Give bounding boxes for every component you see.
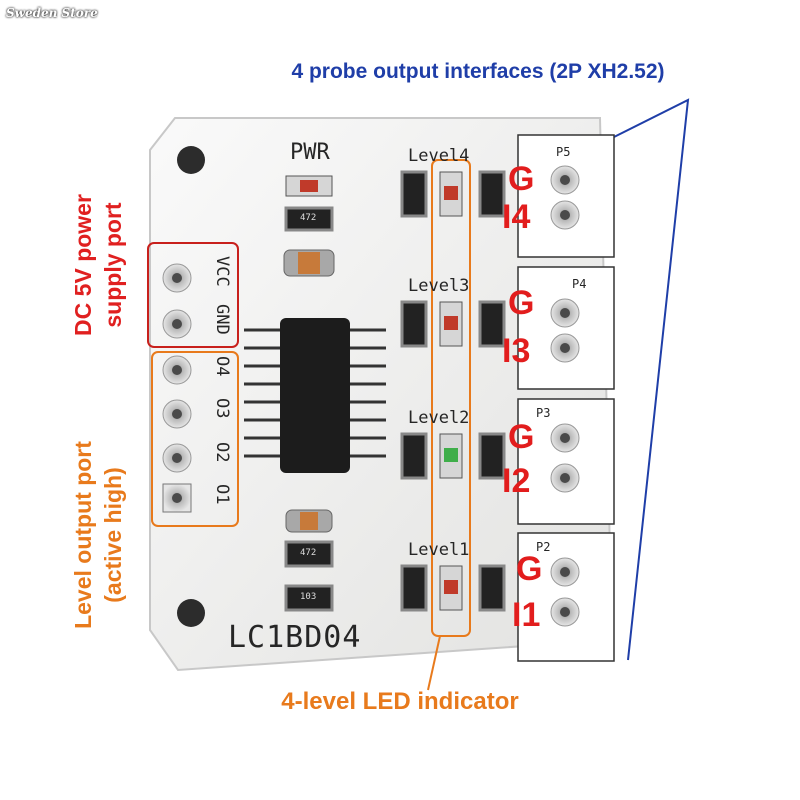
pwr-resistor (284, 206, 334, 232)
power-port-box (147, 242, 239, 348)
model-label: LC1BD04 (228, 620, 362, 655)
level2-label: Level2 (408, 408, 470, 428)
ic-chip (244, 318, 386, 473)
power-port-label: DC 5V power supply port (70, 194, 126, 336)
level-port-box (151, 351, 239, 527)
pwr-label: PWR (290, 140, 330, 165)
bottom-resistor-2-code: 103 (300, 592, 317, 602)
port-p5-label: P5 (556, 145, 571, 159)
header-pads (162, 263, 192, 513)
level4-i-label: I4 (502, 198, 531, 236)
level1-i-label: I1 (512, 596, 541, 634)
connector-boxes (517, 134, 615, 662)
pin-o3-label: O3 (212, 398, 232, 419)
level2-i-label: I2 (502, 462, 531, 500)
level3-g-label: G (508, 284, 535, 322)
level-row-components (400, 170, 506, 612)
port-p2-label: P2 (536, 540, 551, 554)
pin-vcc-label: VCC (212, 256, 232, 287)
pin-o1-label: O1 (212, 484, 232, 505)
port-p4-label: P4 (572, 277, 587, 291)
led-indicator-label: 4-level LED indicator (281, 688, 519, 715)
mount-hole-bottom (177, 599, 205, 627)
level4-label: Level4 (408, 146, 470, 166)
level1-g-label: G (516, 550, 543, 588)
led-indicator-box (431, 159, 471, 637)
level1-label: Level1 (408, 540, 470, 560)
level3-i-label: I3 (502, 332, 531, 370)
mount-hole-top (177, 146, 205, 174)
connector-pads (550, 165, 580, 627)
pin-o4-label: O4 (212, 356, 232, 377)
bottom-resistor-2 (284, 584, 334, 612)
header-title: 4 probe output interfaces (2P XH2.52) (291, 60, 665, 83)
pin-gnd-label: GND (212, 304, 232, 335)
bottom-resistor-1 (284, 540, 334, 568)
level2-g-label: G (508, 418, 535, 456)
pwr-resistor-code: 472 (300, 213, 317, 223)
level4-g-label: G (508, 160, 535, 198)
pin-o2-label: O2 (212, 442, 232, 463)
level3-label: Level3 (408, 276, 470, 296)
led-callout-line (427, 635, 441, 691)
pcb (149, 117, 614, 672)
callout-lines-right (611, 98, 690, 661)
port-p3-label: P3 (536, 406, 551, 420)
bottom-resistor-1-code: 472 (300, 548, 317, 558)
level-port-label: Level output port (active high) (70, 441, 126, 629)
watermark: Sweden Store (6, 6, 98, 20)
